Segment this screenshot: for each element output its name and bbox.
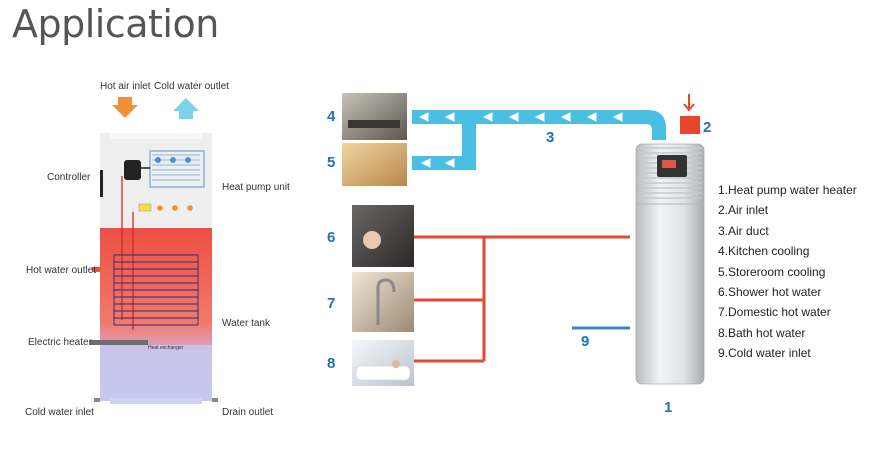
number-2: 2 <box>703 119 711 136</box>
kitchen-photo <box>342 93 407 140</box>
label-cold-water-inlet: Cold water inlet <box>25 407 94 418</box>
label-controller: Controller <box>47 172 91 183</box>
heat-exchanger-coil <box>113 254 199 326</box>
air-inlet-arrow-icon <box>683 94 695 112</box>
legend-item: 4.Kitchen cooling <box>718 244 810 259</box>
number-1: 1 <box>664 399 672 416</box>
page-title: Application <box>12 2 219 46</box>
legend-item: 8.Bath hot water <box>718 325 806 340</box>
number-3: 3 <box>546 129 554 146</box>
shower-photo <box>352 205 414 267</box>
legend-item: 6.Shower hot water <box>718 284 822 299</box>
label-drain-outlet: Drain outlet <box>222 407 273 418</box>
legend: 1.Heat pump water heater 2.Air inlet 3.A… <box>718 180 857 364</box>
hot-air-inlet-arrow-icon <box>112 97 138 118</box>
kitchen-faucet-photo <box>352 272 414 332</box>
controller-panel <box>100 170 103 197</box>
cutaway-diagram: Hot air inlet Cold water outlet Controll… <box>25 81 290 418</box>
label-cold-water-outlet: Cold water outlet <box>154 81 229 92</box>
legend-item: 7.Domestic hot water <box>718 305 831 320</box>
number-7: 7 <box>327 295 335 312</box>
application-layout: 4 5 3 2 6 7 8 9 1 <box>327 93 711 416</box>
number-8: 8 <box>327 355 335 372</box>
heat-pump-water-heater <box>635 143 705 385</box>
air-duct <box>412 110 666 170</box>
number-4: 4 <box>327 108 336 125</box>
label-water-tank: Water tank <box>222 318 271 329</box>
legend-item: 3.Air duct <box>718 223 769 238</box>
cold-water-outlet-arrow-icon <box>173 98 199 119</box>
legend-item: 9.Cold water inlet <box>718 346 811 361</box>
number-6: 6 <box>327 229 335 246</box>
expansion-valve-icon <box>138 203 152 212</box>
legend-item: 5.Storeroom cooling <box>718 264 826 279</box>
legend-item: 1.Heat pump water heater <box>718 183 857 197</box>
heat-pump-unit-housing <box>100 133 212 228</box>
legend-item: 2.Air inlet <box>718 203 769 218</box>
number-9: 9 <box>581 333 589 350</box>
label-hot-water-outlet: Hot water outlet <box>26 265 96 276</box>
label-heat-pump-unit: Heat pump unit <box>222 182 290 193</box>
label-electric-heater: Electric heater <box>28 337 93 348</box>
label-hot-air-inlet: Hot air inlet <box>100 81 151 92</box>
air-inlet-box <box>680 116 700 134</box>
number-5: 5 <box>327 154 335 171</box>
fan-icons <box>155 157 193 211</box>
storeroom-photo <box>342 143 407 186</box>
hot-water-pipes <box>412 235 630 363</box>
label-heat-exchanger: Heat exchanger <box>148 345 184 351</box>
compressor-icon <box>124 160 141 180</box>
electric-heater-rod <box>90 340 148 345</box>
